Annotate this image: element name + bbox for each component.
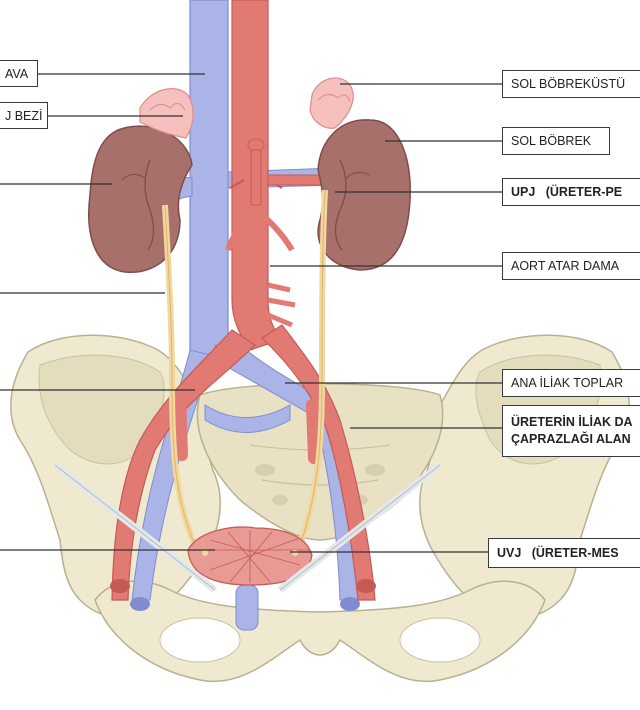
label-iliac-crossing-line1: ÜRETERİN İLİAK DA — [511, 415, 633, 429]
label-iliac-crossing-line2: ÇAPRAZLAĞI ALAN — [511, 432, 631, 446]
label-vena-cava-text: AVA — [5, 66, 29, 81]
label-iliac-vein: ANA İLİAK TOPLAR — [502, 369, 640, 397]
label-left-kidney-text: SOL BÖBREK — [511, 134, 592, 148]
leader-lines — [0, 73, 502, 553]
ureters — [162, 189, 328, 547]
label-uvj: UVJ (ÜRETER-MES — [488, 538, 640, 568]
label-left-kidney: SOL BÖBREK — [502, 127, 610, 155]
label-vena-cava: AVA — [0, 60, 38, 87]
label-aorta-text: AORT ATAR DAMA — [511, 259, 620, 273]
left-kidney — [317, 119, 411, 271]
label-upj: UPJ (ÜRETER-PE — [502, 178, 640, 206]
label-uvj-text: UVJ (ÜRETER-MES — [497, 546, 619, 560]
label-aorta: AORT ATAR DAMA — [502, 252, 640, 280]
label-left-adrenal: SOL BÖBREKÜSTÜ — [502, 70, 640, 98]
right-adrenal-gland — [139, 87, 194, 139]
label-right-adrenal-text: J BEZİ — [5, 108, 43, 123]
inferior-vena-cava — [189, 0, 229, 361]
central-vein — [235, 584, 259, 631]
label-upj-text: UPJ (ÜRETER-PE — [511, 185, 623, 199]
right-common-iliac-artery — [111, 329, 256, 601]
label-left-adrenal-text: SOL BÖBREKÜSTÜ — [511, 77, 626, 91]
arterial-system — [110, 0, 376, 601]
iliac-vein-loop — [204, 404, 291, 433]
right-kidney — [88, 125, 193, 273]
left-adrenal-gland — [309, 77, 354, 129]
bladder — [187, 526, 313, 586]
label-right-adrenal: J BEZİ — [0, 102, 48, 129]
label-iliac-crossing: ÜRETERİN İLİAK DA ÇAPRAZLAĞI ALAN — [502, 405, 640, 457]
instrument-lines — [52, 462, 443, 593]
label-iliac-vein-text: ANA İLİAK TOPLAR — [511, 376, 624, 390]
